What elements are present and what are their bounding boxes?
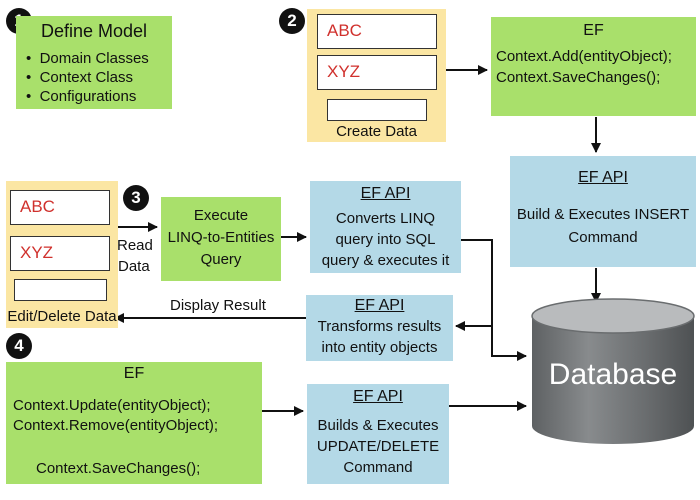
api-linq-box: EF API Converts LINQ query into SQL quer… bbox=[310, 181, 461, 273]
empty-field[interactable] bbox=[14, 279, 107, 301]
list-item: • Domain Classes bbox=[26, 50, 149, 67]
api-transform-title: EF API bbox=[354, 297, 405, 314]
edit-delete-form: ABC XYZ Edit/Delete Data bbox=[6, 181, 118, 328]
step-2-badge: 2 bbox=[279, 8, 305, 34]
api-update-box: EF API Builds & Executes UPDATE/DELETE C… bbox=[307, 384, 449, 484]
api-update-line-3: Command bbox=[343, 459, 413, 476]
ef-update-line-2: Context.Remove(entityObject); bbox=[13, 417, 219, 434]
ef-update-line-3: Context.SaveChanges(); bbox=[36, 460, 201, 477]
execute-line-3: Query bbox=[200, 251, 242, 268]
name-field[interactable]: ABC bbox=[317, 14, 437, 49]
read-data-label-1: Read bbox=[117, 237, 153, 254]
value-field[interactable]: XYZ bbox=[317, 55, 437, 90]
api-linq-line-1: Converts LINQ bbox=[335, 210, 436, 227]
step-3-badge: 3 bbox=[123, 185, 149, 211]
define-model-list: • Domain Classes • Context Class • Confi… bbox=[26, 49, 149, 106]
api-transform-line-1: Transforms results bbox=[317, 318, 442, 335]
ef-insert-box: EF Context.Add(entityObject); Context.Sa… bbox=[491, 17, 696, 116]
api-insert-line-1: Build & Executes INSERT bbox=[516, 206, 690, 223]
create-data-caption: Create Data bbox=[336, 123, 417, 140]
database-top bbox=[531, 298, 695, 334]
api-linq-line-2: query into SQL bbox=[335, 231, 436, 248]
database-body bbox=[532, 316, 694, 444]
database-label: Database bbox=[548, 358, 678, 391]
ef-update-box: EF Context.Update(entityObject); Context… bbox=[6, 362, 262, 484]
api-update-line-1: Builds & Executes bbox=[317, 417, 439, 434]
read-data-label-2: Data bbox=[118, 258, 150, 275]
create-data-form: ABC XYZ Create Data bbox=[307, 9, 446, 142]
execute-query-box: Execute LINQ-to-Entities Query bbox=[161, 197, 281, 281]
api-transform-line-2: into entity objects bbox=[321, 339, 438, 356]
api-insert-line-2: Command bbox=[568, 229, 638, 246]
api-linq-title: EF API bbox=[360, 185, 411, 202]
value-field[interactable]: XYZ bbox=[10, 236, 110, 271]
ef-insert-title: EF bbox=[583, 22, 604, 39]
list-item: • Context Class bbox=[26, 69, 133, 86]
ef-insert-line-1: Context.Add(entityObject); bbox=[496, 48, 672, 65]
database-cylinder bbox=[531, 298, 695, 444]
empty-field[interactable] bbox=[327, 99, 427, 121]
api-insert-box: EF API Build & Executes INSERT Command bbox=[510, 156, 696, 267]
define-model-title: Define Model bbox=[40, 21, 148, 41]
display-result-label: Display Result bbox=[170, 297, 266, 314]
define-model-box: Define Model • Domain Classes • Context … bbox=[16, 16, 172, 109]
edit-delete-caption: Edit/Delete Data bbox=[7, 308, 117, 325]
list-item: • Configurations bbox=[26, 88, 137, 105]
step-4-badge: 4 bbox=[6, 333, 32, 359]
ef-update-title: EF bbox=[123, 365, 145, 382]
execute-line-2: LINQ-to-Entities bbox=[167, 229, 275, 246]
ef-insert-line-2: Context.SaveChanges(); bbox=[496, 69, 661, 86]
api-transform-box: EF API Transforms results into entity ob… bbox=[306, 295, 453, 361]
name-field[interactable]: ABC bbox=[10, 190, 110, 225]
api-linq-line-3: query & executes it bbox=[321, 252, 450, 269]
ef-update-line-1: Context.Update(entityObject); bbox=[13, 397, 211, 414]
api-update-title: EF API bbox=[353, 388, 403, 405]
api-update-line-2: UPDATE/DELETE bbox=[316, 438, 440, 455]
arrow-api-linq-to-db bbox=[461, 239, 527, 361]
execute-line-1: Execute bbox=[193, 207, 249, 224]
api-insert-title: EF API bbox=[578, 169, 628, 186]
